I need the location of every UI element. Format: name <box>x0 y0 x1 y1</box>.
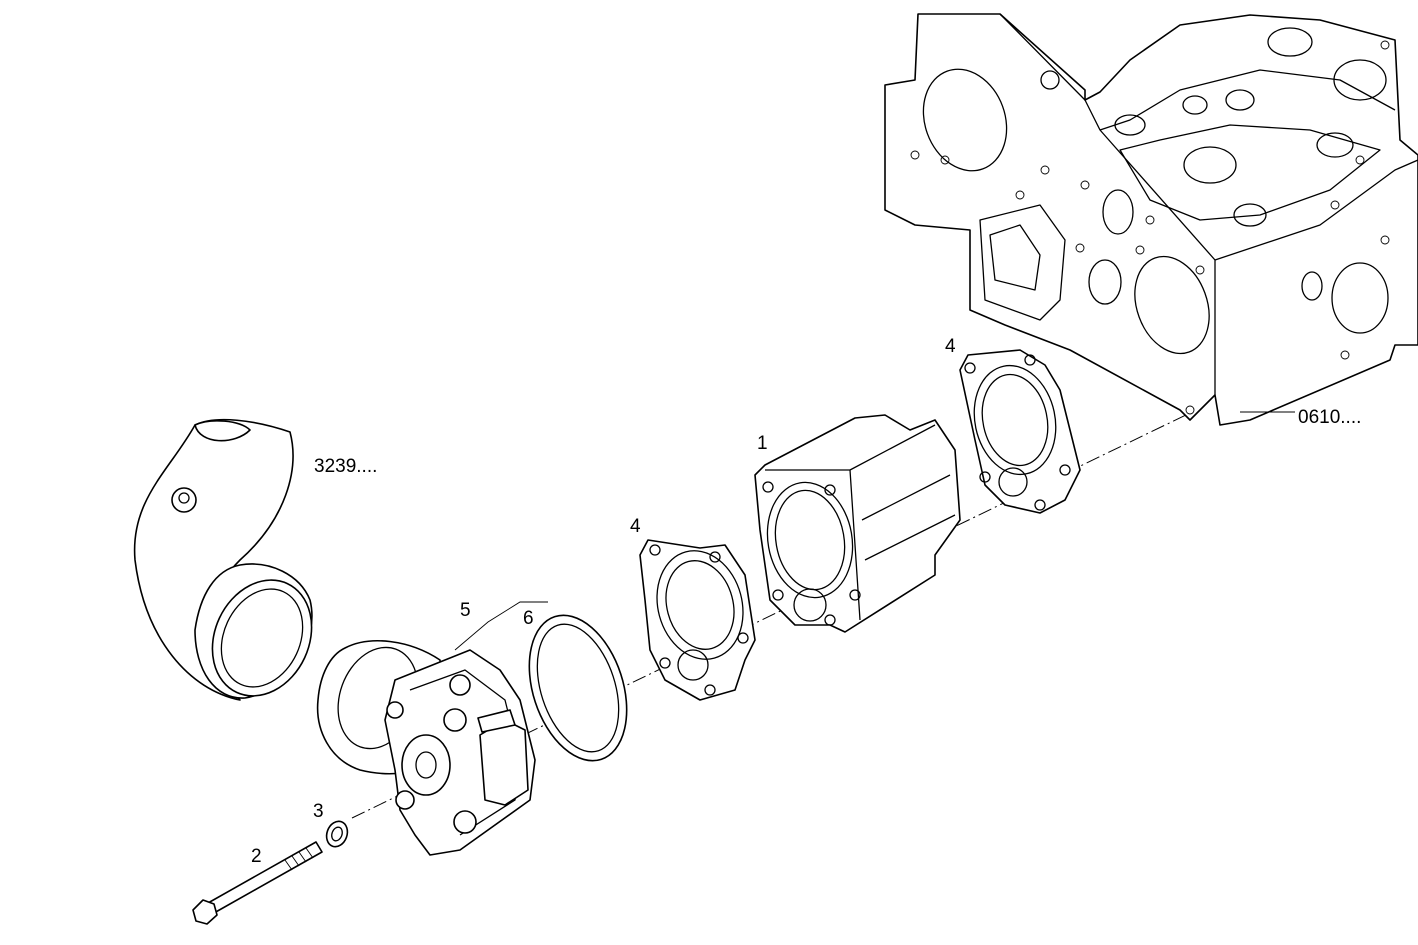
callout-part-6: 6 <box>523 608 534 629</box>
gasket-left <box>639 539 756 701</box>
engine-block <box>884 13 1418 426</box>
washer <box>325 820 349 848</box>
leader-line-5 <box>454 601 548 651</box>
bolt <box>192 841 323 925</box>
adapter-housing <box>754 414 961 633</box>
ring-seal <box>528 614 628 762</box>
reference-pipe: 3239.... <box>314 456 377 477</box>
elbow-pipe <box>133 418 313 701</box>
callout-part-3: 3 <box>313 801 324 822</box>
gasket-right <box>959 349 1081 514</box>
pump-housing <box>316 640 536 856</box>
callout-part-2: 2 <box>251 846 262 867</box>
callout-part-5: 5 <box>460 600 471 621</box>
reference-block: 0610.... <box>1298 407 1361 428</box>
callout-part-4-right: 4 <box>945 336 956 357</box>
callout-part-4-left: 4 <box>630 516 641 537</box>
callout-part-1: 1 <box>757 433 768 454</box>
